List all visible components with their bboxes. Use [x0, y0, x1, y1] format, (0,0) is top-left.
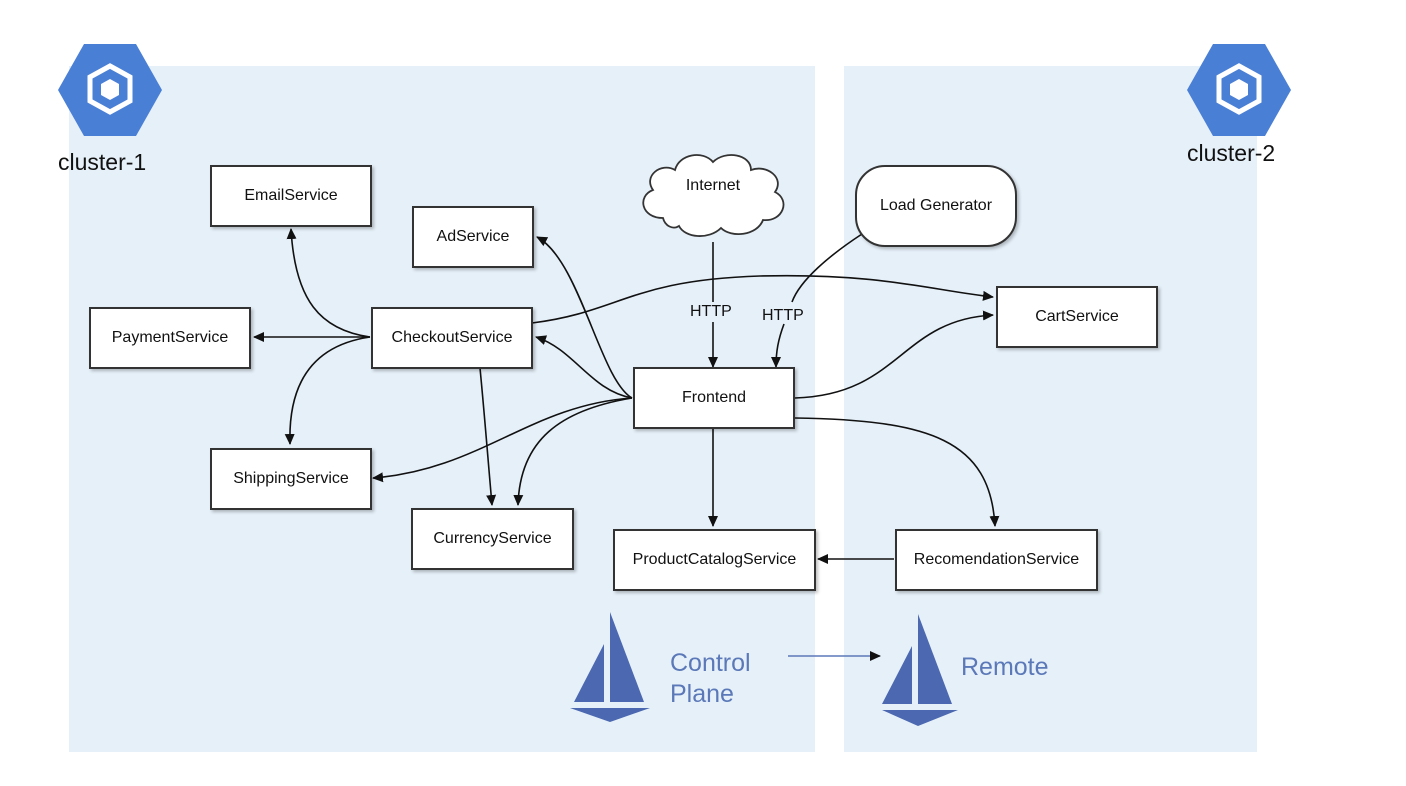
edge-frontend-currency [513, 397, 633, 506]
edge-checkout-email [286, 228, 371, 338]
email-service-node: EmailService [210, 165, 372, 227]
ad-service-label: AdService [436, 228, 510, 245]
http-label-loadgen: HTTP [762, 307, 804, 324]
istio-sail-icon [570, 612, 650, 722]
edge-frontend-cart [794, 310, 994, 399]
cluster-1-label: cluster-1 [58, 149, 147, 175]
payment-service-label: PaymentService [111, 329, 229, 346]
control-plane-label: Control Plane [670, 649, 751, 708]
checkout-service-label: CheckoutService [391, 329, 513, 346]
load-generator-node: Load Generator [855, 165, 1017, 247]
edge-loadgen-frontend [791, 233, 863, 303]
remote-label: Remote [961, 653, 1049, 681]
edge-frontend-recommendation [794, 417, 1000, 527]
frontend-label: Frontend [681, 389, 747, 406]
edge-frontend-shipping [372, 397, 633, 483]
recommendation-service-label: RecomendationService [913, 551, 1080, 568]
product-catalog-service-node: ProductCatalogService [613, 529, 816, 591]
shipping-service-label: ShippingService [233, 470, 349, 487]
kubernetes-engine-icon [1187, 44, 1291, 136]
cloud-icon [642, 154, 785, 237]
internet-cloud: Internet [633, 148, 793, 244]
load-generator-label: Load Generator [879, 197, 993, 214]
email-service-label: EmailService [244, 187, 338, 204]
cart-service-label: CartService [1035, 308, 1119, 325]
internet-label: Internet [685, 177, 741, 194]
edge-checkout-currency [479, 367, 497, 506]
checkout-service-node: CheckoutService [371, 307, 533, 369]
istio-sail-icon [882, 614, 958, 726]
frontend-node: Frontend [633, 367, 795, 429]
cluster-2-label: cluster-2 [1187, 140, 1276, 166]
kubernetes-engine-icon [58, 44, 162, 136]
currency-service-label: CurrencyService [433, 530, 552, 547]
edge-frontend-checkout [535, 335, 633, 399]
cart-service-node: CartService [996, 286, 1158, 348]
ad-service-node: AdService [412, 206, 534, 268]
shipping-service-node: ShippingService [210, 448, 372, 510]
edge-frontend-ad [536, 236, 633, 399]
edge-checkout-shipping [284, 336, 371, 445]
edge-checkout-cart [531, 274, 994, 324]
edge-loadgen-frontend-tail [771, 323, 785, 368]
recommendation-service-node: RecomendationService [895, 529, 1098, 591]
product-catalog-service-label: ProductCatalogService [632, 551, 797, 568]
payment-service-node: PaymentService [89, 307, 251, 369]
http-label-internet: HTTP [690, 303, 732, 320]
currency-service-node: CurrencyService [411, 508, 574, 570]
